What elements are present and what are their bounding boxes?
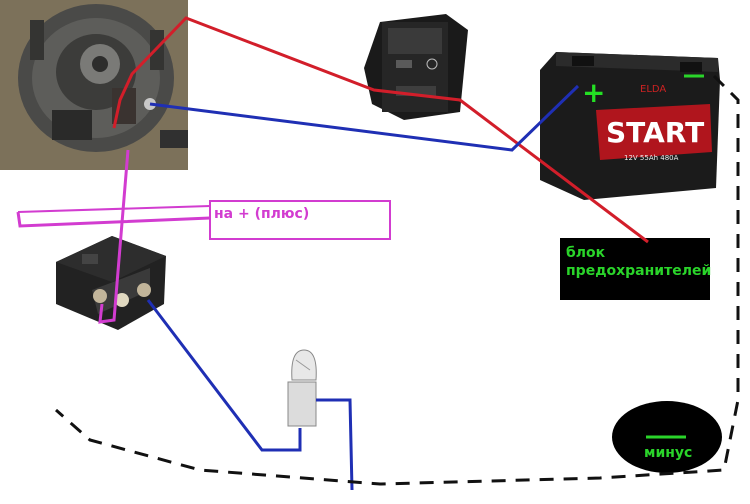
relay bbox=[364, 14, 468, 120]
ground-point bbox=[612, 401, 722, 473]
battery-plus-marker: + bbox=[582, 76, 606, 109]
magenta-wire-regulator bbox=[98, 149, 130, 324]
alternator bbox=[0, 0, 188, 170]
fuse-label-line2: предохранителей bbox=[566, 263, 712, 279]
red-wire-charge bbox=[112, 16, 649, 244]
minus-label: минус bbox=[644, 445, 693, 461]
battery: ELDA START 12V 55Ah 480A bbox=[540, 52, 720, 200]
blue-wire-lamp bbox=[146, 299, 302, 452]
battery-brand: START bbox=[606, 116, 704, 149]
fuse-block-label: блок предохранителей bbox=[566, 244, 711, 280]
fuse-block bbox=[560, 238, 710, 300]
warning-lamp bbox=[287, 349, 317, 427]
ground-dashed-line bbox=[55, 74, 740, 486]
battery-brand-small: ELDA bbox=[640, 84, 666, 95]
regulator bbox=[56, 236, 166, 330]
magenta-wire-plus bbox=[16, 211, 211, 228]
plus-supply-label: на + (плюс) bbox=[214, 206, 310, 222]
blue-wire-battery bbox=[149, 84, 580, 152]
battery-spec: 12V 55Ah 480A bbox=[624, 154, 679, 162]
blue-wire-ground bbox=[316, 398, 354, 491]
plus-label-box bbox=[209, 200, 391, 240]
fuse-label-line1: блок bbox=[566, 245, 606, 261]
